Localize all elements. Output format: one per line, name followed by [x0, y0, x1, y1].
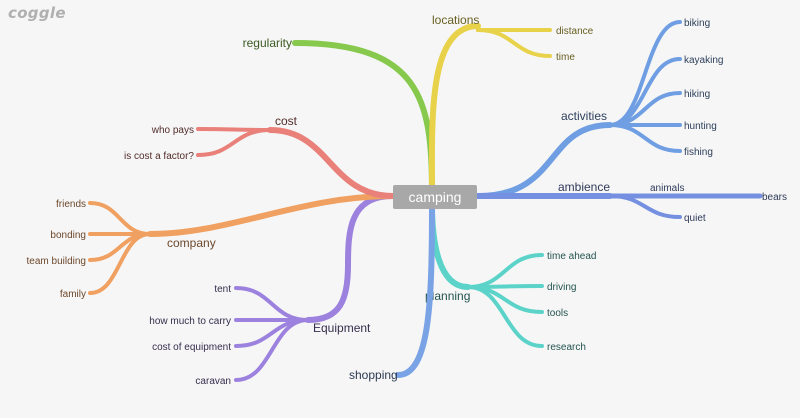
branch-regularity-line: [292, 40, 435, 193]
edge-is-cost-a-factor: [196, 128, 272, 157]
node-fishing[interactable]: fishing: [684, 147, 713, 158]
node-quiet[interactable]: quiet: [684, 213, 706, 224]
node-friends[interactable]: friends: [56, 199, 86, 210]
node-kayaking[interactable]: kayaking: [684, 55, 723, 66]
node-distance[interactable]: distance: [556, 26, 594, 37]
node-planning[interactable]: planning: [425, 289, 470, 303]
node-regularity[interactable]: regularity: [243, 36, 292, 50]
node-driving[interactable]: driving: [547, 282, 576, 293]
branch-locations-line: [428, 23, 481, 193]
edge-fishing: [608, 123, 682, 153]
node-shopping[interactable]: shopping: [349, 368, 398, 382]
edge-time: [476, 28, 552, 58]
edge-tent: [234, 286, 310, 322]
node-ambience[interactable]: ambience: [558, 180, 610, 194]
edge-family: [88, 232, 152, 295]
edge-research: [466, 285, 544, 348]
node-bonding[interactable]: bonding: [50, 230, 86, 241]
node-how-much-to-carry[interactable]: how much to carry: [149, 316, 231, 327]
node-caravan[interactable]: caravan: [195, 376, 231, 387]
node-is-cost-a-factor[interactable]: is cost a factor?: [124, 151, 194, 162]
edge-caravan: [234, 318, 310, 382]
node-locations[interactable]: locations: [432, 13, 479, 27]
branch-planning-line: [429, 202, 471, 290]
edge-quiet: [608, 194, 682, 219]
branch-cost-line: [267, 127, 396, 199]
node-time[interactable]: time: [556, 52, 575, 63]
node-family[interactable]: family: [60, 289, 86, 300]
node-cost-of-equipment[interactable]: cost of equipment: [152, 342, 231, 353]
node-team-building[interactable]: team building: [27, 256, 86, 267]
branch-activities-line: [475, 122, 613, 199]
node-tools[interactable]: tools: [547, 308, 568, 319]
node-activities[interactable]: activities: [561, 109, 607, 123]
node-tent[interactable]: tent: [214, 284, 231, 295]
node-bears[interactable]: bears: [762, 192, 787, 203]
coggle-logo: coggle: [8, 4, 66, 22]
node-biking[interactable]: biking: [684, 18, 710, 29]
node-company[interactable]: company: [167, 236, 216, 250]
node-time-ahead[interactable]: time ahead: [547, 251, 596, 262]
edge-friends: [88, 201, 152, 236]
node-animals[interactable]: animals: [650, 183, 684, 194]
branch-company-line: [147, 193, 396, 237]
node-hiking[interactable]: hiking: [684, 89, 710, 100]
node-research[interactable]: research: [547, 342, 586, 353]
branch-equipment-line: [305, 193, 396, 323]
branch-shopping-line: [395, 202, 435, 378]
node-equipment[interactable]: Equipment: [313, 321, 371, 335]
central-node[interactable]: camping: [393, 185, 477, 209]
edge-time-ahead: [466, 253, 544, 289]
node-who-pays[interactable]: who pays: [151, 125, 194, 136]
node-cost[interactable]: cost: [275, 114, 298, 128]
node-hunting[interactable]: hunting: [684, 121, 717, 132]
